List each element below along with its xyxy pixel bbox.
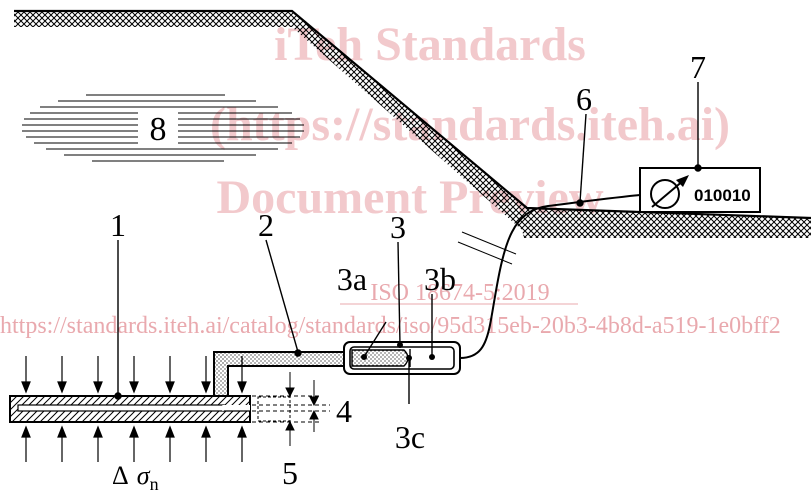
transducer-chamber-3a [351,349,409,367]
stress-delta: Δ [112,461,129,490]
readout-box [639,167,761,213]
cable-break-mark-2 [457,241,513,265]
leader-lines [114,82,702,404]
label-8: 8 [150,111,167,148]
watermark-standard: ISO 18674-5:2019 [370,280,549,306]
watermark: iTeh Standards (https://standards.iteh.a… [0,18,781,339]
label-3a: 3a [337,261,367,297]
label-3b: 3b [424,261,456,297]
label-3: 3 [390,209,406,245]
watermark-url: https://standards.iteh.ai/catalog/standa… [0,313,781,339]
transducer [343,341,461,375]
stress-subscript: n [150,474,159,494]
pressure-tube [213,351,348,397]
stress-arrows [21,356,247,462]
ground-hatch [14,11,811,238]
thickness-dimension [252,372,330,446]
readout-value: 010010 [694,186,751,205]
label-1: 1 [110,207,126,243]
label-4: 4 [336,393,352,429]
pressure-cell [9,395,251,423]
readout-unit: 010010 [639,167,761,213]
pressure-cell-fluid [17,404,225,412]
soil-lens-label-bg [138,110,178,146]
stress-sigma: σ [137,461,151,490]
label-6: 6 [576,81,592,117]
label-7: 7 [690,49,706,85]
label-2: 2 [258,207,274,243]
label-5: 5 [282,455,298,491]
label-3c: 3c [395,419,425,455]
gauge-dial-icon [650,175,689,209]
cable-break-mark-1 [461,231,517,255]
